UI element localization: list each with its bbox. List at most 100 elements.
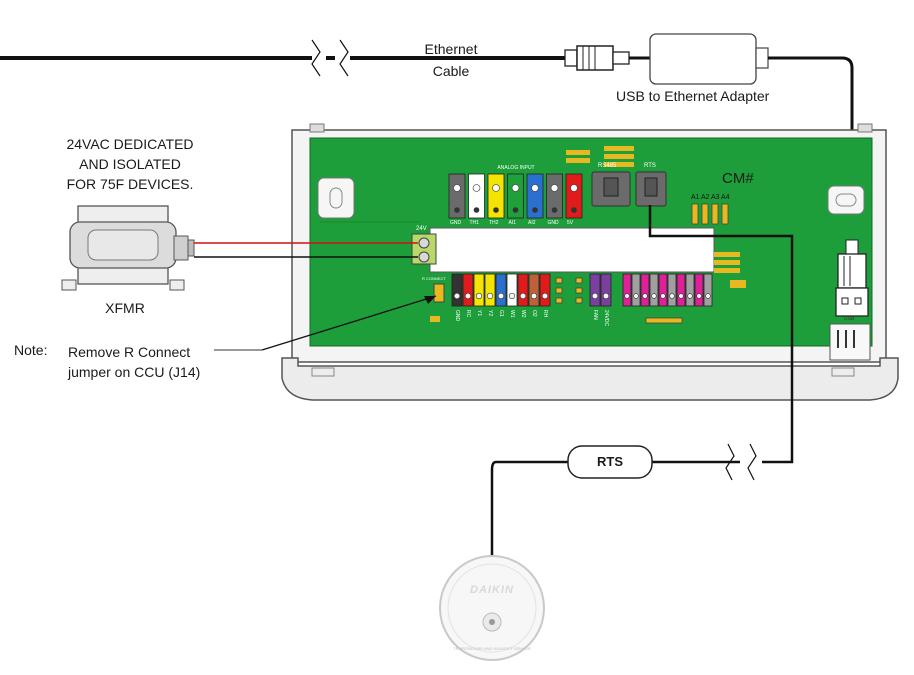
temperature-humidity-sensor [439, 555, 545, 661]
terminal-screw [486, 292, 494, 300]
relay-terminal-3 [484, 273, 496, 307]
terminal-screw [642, 293, 648, 299]
terminal-label: GND [454, 310, 460, 322]
terminal-screw [464, 292, 472, 300]
terminal-label: RC [465, 310, 471, 318]
rj45-connector [564, 45, 650, 71]
power-wires [194, 242, 418, 258]
terminal-screw [492, 184, 500, 192]
transformer [61, 205, 195, 291]
terminal-screw [696, 293, 702, 299]
terminal-screw [687, 293, 693, 299]
terminal-screw [453, 292, 461, 300]
terminal-label: O2 [531, 310, 537, 317]
terminal-screw [660, 293, 666, 299]
analog-terminal-1 [468, 173, 485, 219]
power-line2: AND ISOLATED [79, 156, 181, 172]
terminal-label: RH [542, 310, 548, 318]
analog-terminal-2 [487, 173, 505, 219]
analog-terminal-3 [507, 173, 524, 219]
address-jumper-0 [691, 203, 699, 225]
ethernet-cable [0, 39, 565, 77]
terminal-label: G1 [498, 310, 504, 317]
rts-board-label: RTS [644, 163, 656, 169]
terminal-screw [624, 293, 630, 299]
terminal-screw [454, 207, 460, 213]
power-requirement-label: 24VAC DEDICATED AND ISOLATED FOR 75F DEV… [30, 134, 230, 194]
output-terminal-1 [631, 273, 641, 307]
relay-terminal-6 [517, 273, 529, 307]
terminal-label: A4 [721, 194, 730, 201]
terminal-label: 5V [567, 220, 574, 226]
terminal-screw [530, 292, 538, 300]
relay-jumper-pin [575, 277, 583, 284]
cm-label: CM# [722, 170, 754, 187]
terminal-label: W1 [509, 310, 515, 318]
jumper-pins-top [566, 146, 634, 167]
address-jumper-3 [721, 203, 729, 225]
r-connect-jumper [430, 283, 445, 322]
terminal-label: AI2 [528, 220, 536, 226]
terminal-screw [475, 292, 483, 300]
terminal-screw [705, 293, 711, 299]
analog-terminal-6 [565, 173, 583, 219]
note-text: Remove R Connect jumper on CCU (J14) [68, 342, 200, 382]
pin-header-right [714, 252, 746, 288]
terminal-screw [531, 184, 539, 192]
terminal-label: A1 [691, 194, 700, 201]
usb-ethernet-adapter [649, 33, 854, 240]
terminal-screw [669, 293, 675, 299]
xfmr-label: XFMR [105, 300, 145, 316]
ethernet-label-line2: Cable [432, 63, 470, 79]
analog-input-title: ANALOG INPUT [497, 165, 535, 171]
terminal-label: AI1 [508, 220, 517, 226]
output-terminal-6 [676, 273, 686, 307]
rs485-connector [591, 171, 631, 207]
usb-adapter-label: USB to Ethernet Adapter [616, 88, 770, 104]
rs485-label: RS485 [598, 163, 617, 169]
relay-jumper-pin [555, 287, 563, 294]
relay-terminal-0 [451, 273, 463, 307]
power-line3: FOR 75F DEVICES. [66, 176, 194, 192]
terminal-screw [519, 292, 527, 300]
relay-jumper-pin [555, 297, 563, 304]
terminal-label: GND [547, 220, 559, 226]
terminal-screw [512, 207, 519, 213]
terminal-label: W2 [520, 310, 526, 318]
terminal-label: Y2 [487, 310, 493, 317]
terminal-label: A2 [701, 194, 710, 201]
relay-terminal-5 [506, 273, 518, 307]
terminal-screw [508, 292, 516, 300]
address-jumpers [691, 203, 729, 225]
analog-terminal-4 [526, 173, 544, 219]
terminal-label: TH1 [469, 220, 479, 226]
terminal-screw [511, 184, 520, 192]
fan-terminal-0 [589, 273, 601, 307]
terminal-label: Y1 [476, 310, 482, 317]
relay-jumper-pin [575, 297, 583, 304]
fan-terminal-1 [600, 273, 612, 307]
terminal-screw [602, 292, 610, 300]
sensor-brand: DAIKIN [470, 584, 514, 596]
terminal-label: FAN [592, 310, 598, 320]
output-terminal-5 [667, 273, 677, 307]
output-terminals [622, 273, 713, 324]
relay-terminal-7 [528, 273, 540, 307]
note-pointer [214, 295, 437, 351]
terminal-screw [678, 293, 684, 299]
terminal-label: 24VDC [603, 310, 609, 327]
terminal-screw [551, 207, 558, 213]
rts-connector [635, 171, 667, 207]
terminal-screw [473, 207, 480, 213]
terminal-screw [633, 293, 639, 299]
output-terminal-0 [622, 273, 632, 307]
relay-terminal-2 [473, 273, 485, 307]
terminal-screw [453, 184, 461, 192]
terminal-screw [591, 292, 599, 300]
address-jumper-2 [711, 203, 719, 225]
output-jumper-strip [645, 317, 683, 324]
output-terminal-9 [703, 273, 713, 307]
power-24v-label: 24V [416, 226, 427, 232]
usb-plug [835, 239, 869, 317]
